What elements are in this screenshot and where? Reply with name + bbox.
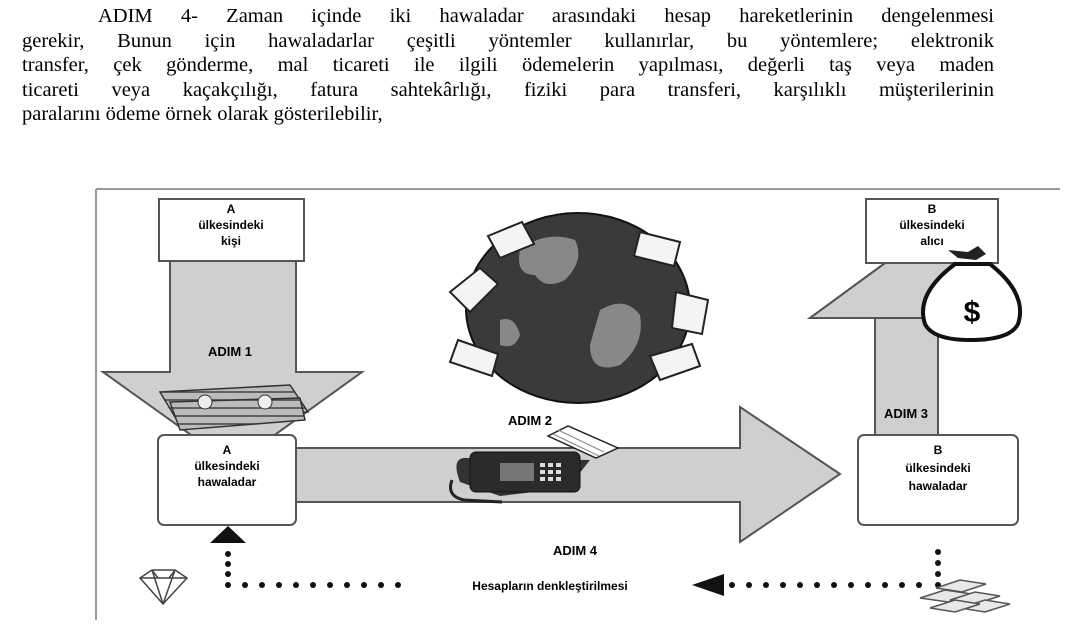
cash-stack-icon (158, 384, 310, 431)
settlement-dotted-path (225, 549, 941, 588)
receiver-box-line1: B (928, 202, 937, 216)
step1-label: ADIM 1 (208, 344, 252, 359)
step3-label: ADIM 3 (884, 406, 928, 421)
sender-box-line2: ülkesindeki (198, 218, 263, 232)
hawaladar-b-line3: hawaladar (909, 479, 968, 493)
diamond-icon (138, 569, 189, 606)
hawaladar-a-box (157, 434, 297, 526)
step4-label: ADIM 4 (553, 543, 598, 558)
money-bag-symbol: $ (964, 296, 981, 329)
hawaladar-a-line2: ülkesindeki (194, 459, 259, 473)
hawaladar-b-line1: B (934, 443, 943, 457)
hawaladar-a-line1: A (223, 443, 232, 457)
fax-machine-icon (449, 425, 620, 504)
hawaladar-a-line3: hawaladar (198, 475, 257, 489)
paragraph-line-4: ticareti veya kaçakçılığı, fatura sahtek… (22, 78, 994, 101)
paragraph-line-1: ADIM 4- Zaman içinde iki hawaladar arası… (98, 5, 994, 27)
hawaladar-b-line2: ülkesindeki (905, 461, 970, 475)
sender-box-line3: kişi (221, 234, 241, 248)
step4-up-arrowhead (210, 526, 246, 543)
sender-box-line1: A (227, 202, 236, 216)
receiver-box-line2: ülkesindeki (899, 218, 964, 232)
sender-box (158, 198, 305, 262)
hawaladar-b-box (857, 434, 1019, 526)
paragraph-line-2: gerekir, Bunun için hawaladarlar çeşitli… (22, 29, 994, 52)
money-bag-icon: $ (921, 246, 1023, 343)
instruction-paragraph: ADIM 4- Zaman içinde iki hawaladar arası… (22, 4, 994, 127)
hawala-flow-diagram: A ülkesindeki kişi ADIM 1 ADIM 2 ADIM 3 … (95, 188, 1060, 620)
paragraph-line-5: paralarını ödeme örnek olarak gösterileb… (22, 103, 383, 126)
step1-down-arrow (99, 255, 366, 467)
gold-bars-icon (919, 579, 1011, 613)
settlement-label: Hesapların denkleştirilmesi (472, 579, 627, 593)
paragraph-line-3: transfer, çek gönderme, mal ticareti ile… (22, 54, 994, 77)
receiver-box-line3: alıcı (920, 234, 943, 248)
globe-icon (448, 212, 710, 404)
step2-label: ADIM 2 (508, 413, 552, 428)
step4-left-arrowhead (692, 574, 724, 596)
